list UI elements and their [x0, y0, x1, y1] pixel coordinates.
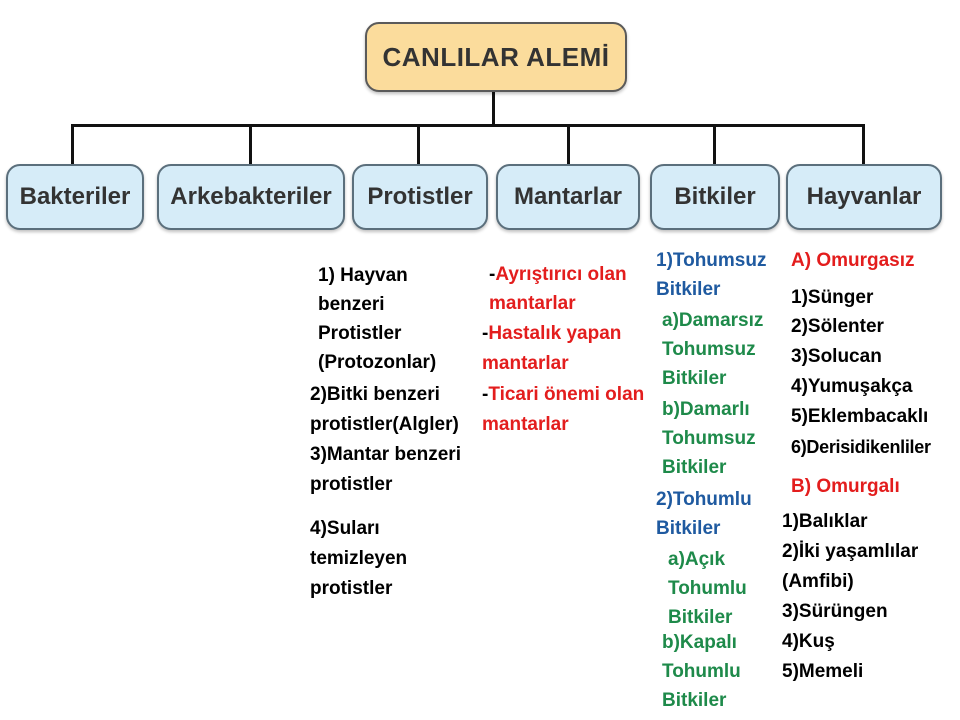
omurgasiz-item-5: 5)Eklembacaklı	[791, 406, 929, 427]
omurgali-item-5: 5)Memeli	[782, 661, 864, 682]
connector-hayvanlar	[862, 124, 865, 165]
connector-bakteriler	[71, 124, 74, 165]
omurgali-item-2-line-2: (Amfibi)	[782, 571, 854, 592]
kingdom-protistler: Protistler	[352, 164, 488, 230]
root-node: CANLILAR ALEMİ	[365, 22, 627, 92]
protist-3-line-1: 3)Mantar benzeri	[310, 444, 461, 465]
mantar-3-line-1: -Ticari önemi olan	[482, 381, 644, 409]
protist-4-line-2: temizleyen	[310, 548, 408, 569]
kingdom-hayvanlar: Hayvanlar	[786, 164, 942, 230]
protist-1-line-2: benzeri	[318, 294, 385, 315]
mantar-2-text: Hastalık yapan	[488, 323, 622, 344]
connector-bitkiler	[713, 124, 716, 165]
omurgasiz-item-2: 2)Sölenter	[791, 316, 884, 337]
mantar-1-text: Ayrıştırıcı olan	[495, 264, 627, 285]
kingdom-bakteriler: Bakteriler	[6, 164, 144, 230]
bitki-2b-line-3: Bitkiler	[662, 690, 727, 711]
protist-4-line-1: 4)Suları	[310, 518, 380, 539]
root-connector	[492, 88, 495, 125]
omurgasiz-item-6: 6)Derisidikenliler	[791, 437, 931, 457]
protist-4-line-3: protistler	[310, 578, 393, 599]
bitki-1a-line-2: Tohumsuz	[662, 339, 756, 360]
bitki-2a-line-3: Bitkiler	[668, 607, 733, 628]
omurgali-item-4: 4)Kuş	[782, 631, 835, 652]
omurgasiz-item-3: 3)Solucan	[791, 346, 882, 367]
kingdom-bitkiler: Bitkiler	[650, 164, 780, 230]
mantar-1-line-1: -Ayrıştırıcı olan	[489, 261, 627, 289]
mantar-1-line-2: mantarlar	[489, 293, 576, 314]
protist-1-line-4: (Protozonlar)	[318, 352, 437, 373]
mantar-3-text: Ticari önemi olan	[488, 384, 645, 405]
connector-mantarlar	[567, 124, 570, 165]
omurgasiz-item-1: 1)Sünger	[791, 287, 874, 308]
bitki-2a-line-1: a)Açık	[668, 549, 726, 570]
omurgali-item-2-line-1: 2)İki yaşamlılar	[782, 541, 919, 562]
bitki-1a-line-3: Bitkiler	[662, 368, 727, 389]
protist-2-line-1: 2)Bitki benzeri	[310, 384, 440, 405]
mantar-1-dash: -	[489, 264, 496, 285]
mantar-2-line-1: -Hastalık yapan	[482, 320, 621, 348]
mantar-2-line-2: mantarlar	[482, 353, 569, 374]
protist-1-line-1: 1) Hayvan	[318, 265, 408, 286]
protist-3-line-2: protistler	[310, 474, 393, 495]
omurgali-item-1: 1)Balıklar	[782, 511, 868, 532]
bitki-1b-line-3: Bitkiler	[662, 457, 727, 478]
bitki-1b-line-2: Tohumsuz	[662, 428, 756, 449]
bitki-2b-line-2: Tohumlu	[662, 661, 741, 682]
kingdom-arkebakteriler: Arkebakteriler	[157, 164, 345, 230]
mantar-3-line-2: mantarlar	[482, 414, 569, 435]
bitki-group-2-line-1: 2)Tohumlu	[656, 489, 752, 510]
protist-1-line-3: Protistler	[318, 323, 402, 344]
bitki-1a-line-1: a)Damarsız	[662, 310, 764, 331]
bitki-2b-line-1: b)Kapalı	[662, 632, 737, 653]
mantar-3-dash: -	[482, 384, 489, 405]
mantar-2-dash: -	[482, 323, 489, 344]
horizontal-connector	[71, 124, 865, 127]
bitki-group-2-line-2: Bitkiler	[656, 518, 721, 539]
bitki-group-1-line-1: 1)Tohumsuz	[656, 250, 767, 271]
bitki-2a-line-2: Tohumlu	[668, 578, 747, 599]
omurgasiz-title: A) Omurgasız	[791, 250, 915, 271]
omurgali-item-3: 3)Sürüngen	[782, 601, 888, 622]
connector-protistler	[417, 124, 420, 165]
omurgasiz-item-4: 4)Yumuşakça	[791, 376, 913, 397]
bitki-group-1-line-2: Bitkiler	[656, 279, 721, 300]
kingdom-mantarlar: Mantarlar	[496, 164, 640, 230]
bitki-1b-line-1: b)Damarlı	[662, 399, 750, 420]
connector-arkebakteriler	[249, 124, 252, 165]
protist-2-line-2: protistler(Algler)	[310, 414, 459, 435]
omurgali-title: B) Omurgalı	[791, 476, 900, 497]
